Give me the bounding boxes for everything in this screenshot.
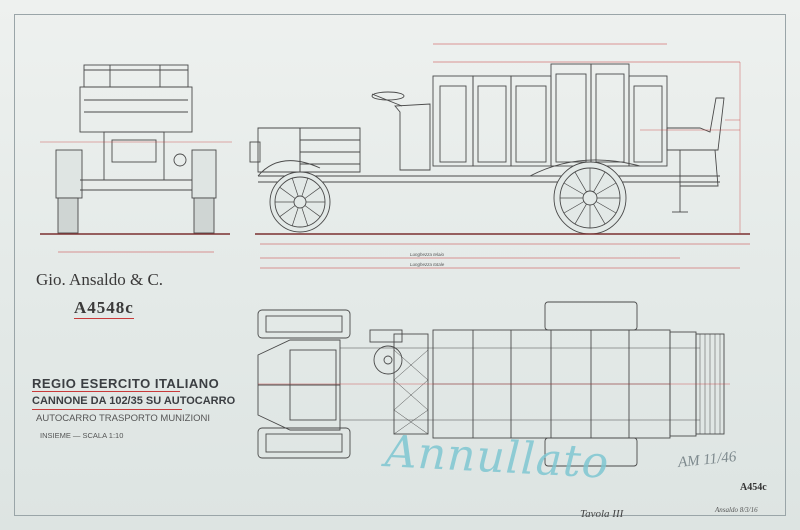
sheet-border xyxy=(14,14,786,516)
wheel-spoke xyxy=(595,201,617,214)
plan-view xyxy=(257,301,730,467)
wheel-spoke xyxy=(563,201,585,214)
wheel-spoke xyxy=(291,207,299,226)
wheel-spoke xyxy=(593,203,606,225)
dim-length-total: Lunghezza totale xyxy=(410,262,445,267)
wheel-spoke xyxy=(304,187,321,199)
wheel-spoke xyxy=(304,205,321,217)
wheel-spoke xyxy=(574,171,587,193)
drawing-number-underline xyxy=(74,318,134,319)
wheel-spoke xyxy=(279,187,296,199)
side-view xyxy=(249,43,750,269)
dim-length-frame: Lunghezza telaio xyxy=(410,252,445,257)
title-gun: CANNONE DA 102/35 SU AUTOCARRO xyxy=(32,395,236,407)
gun-underline xyxy=(32,409,182,410)
title-scale: INSIEME — SCALA 1:10 xyxy=(40,431,124,440)
front-view xyxy=(40,64,232,253)
wheel-spoke xyxy=(595,182,617,195)
wheel-spoke xyxy=(291,178,299,197)
wheel-spoke xyxy=(279,205,296,217)
wheel-spoke xyxy=(301,178,309,197)
wheel-spoke xyxy=(301,207,309,226)
signature: Ansaldo 8/3/16 xyxy=(715,506,758,514)
drawing-number: A4548c xyxy=(74,298,134,317)
wheel-spoke xyxy=(593,171,606,193)
manufacturer-name: Gio. Ansaldo & C. xyxy=(36,270,164,289)
corner-drawing-number: A454c xyxy=(740,482,767,493)
wheel-spoke xyxy=(563,182,585,195)
title-underline xyxy=(32,391,180,392)
sheet-label: Tavola III xyxy=(580,508,624,520)
title-truck: AUTOCARRO TRASPORTO MUNIZIONI xyxy=(36,413,211,424)
wheel-spoke xyxy=(574,203,587,225)
title-army: REGIO ESERCITO ITALIANO xyxy=(32,376,220,391)
